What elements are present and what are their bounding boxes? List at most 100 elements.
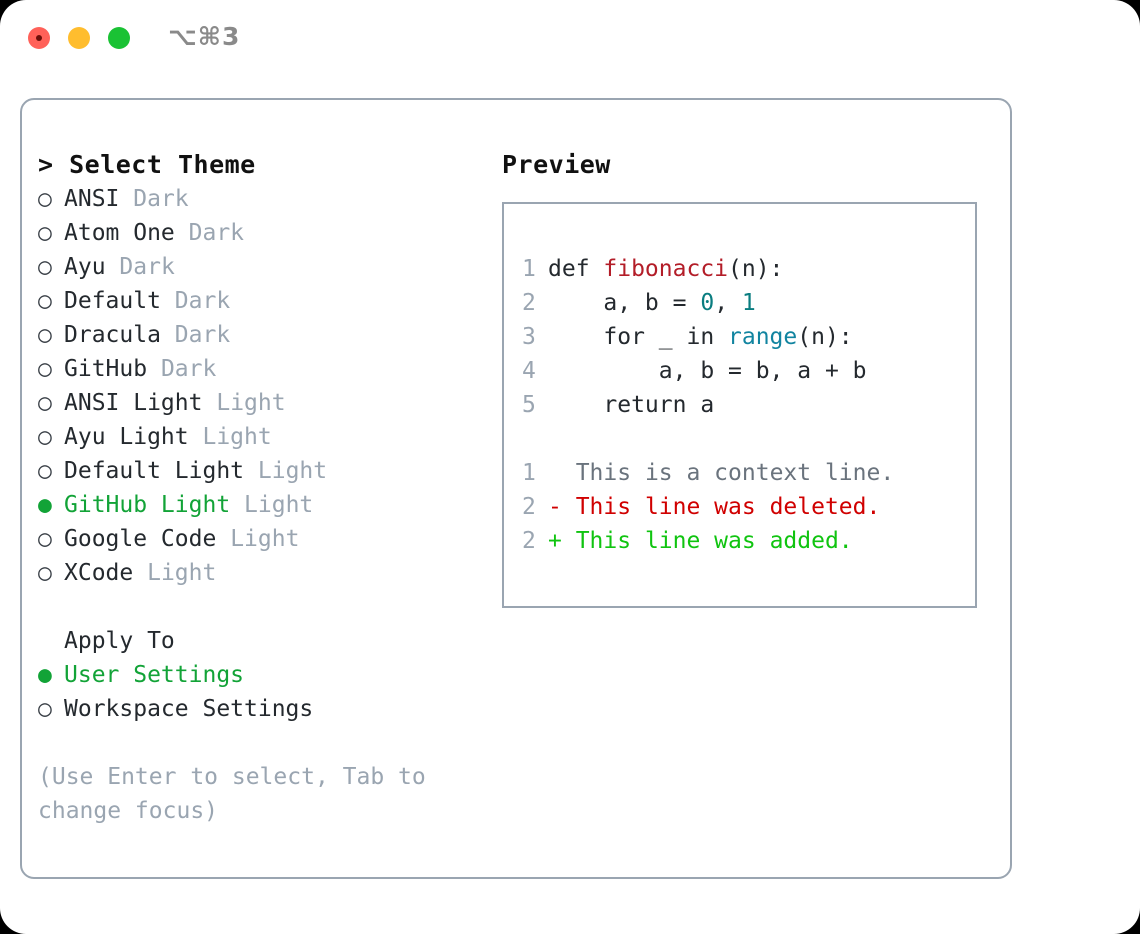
line-number: 1 [522, 256, 536, 282]
theme-variant-tag: Light [244, 492, 314, 518]
theme-list-item[interactable]: ○ Google Code Light [38, 522, 478, 556]
apply-to-option[interactable]: ○ Workspace Settings [38, 692, 478, 726]
theme-name-label: Dracula [64, 322, 161, 348]
diff-line: 1 This is a context line. [522, 456, 975, 490]
diff-line: 2+ This line was added. [522, 524, 975, 558]
theme-name-label: Atom One [64, 220, 175, 246]
maximize-button[interactable] [108, 27, 130, 49]
minimize-button[interactable] [68, 27, 90, 49]
radio-unselected-icon[interactable]: ○ [38, 560, 52, 586]
code-token: for _ in [548, 324, 729, 350]
diff-marker [548, 460, 576, 486]
theme-variant-tag: Light [202, 424, 272, 450]
theme-name-label: ANSI [64, 186, 120, 212]
radio-unselected-icon[interactable]: ○ [38, 390, 52, 416]
code-token: 1 [741, 290, 756, 316]
radio-unselected-icon[interactable]: ○ [38, 220, 52, 246]
radio-unselected-icon[interactable]: ○ [38, 696, 52, 722]
line-number: 1 [522, 460, 536, 486]
code-token: a, b = [548, 290, 701, 316]
code-diff-separator [522, 422, 975, 456]
theme-picker-column: > Select Theme ○ANSI Dark○Atom One Dark○… [38, 148, 478, 828]
theme-list-item[interactable]: ○ ANSI Dark [38, 182, 478, 216]
select-theme-header: > Select Theme [38, 150, 256, 179]
text-space [147, 356, 161, 382]
radio-unselected-icon[interactable]: ○ [38, 322, 52, 348]
code-token: a, b = b, a + b [548, 358, 867, 384]
code-line: 4 a, b = b, a + b [522, 354, 975, 388]
theme-list-item[interactable]: ○Ayu Dark [38, 250, 478, 284]
theme-variant-tag: Dark [188, 220, 245, 246]
code-token: (n): [797, 324, 853, 350]
theme-name-label: ANSI Light [64, 390, 203, 416]
text-space [161, 288, 175, 314]
diff-line: 2- This line was deleted. [522, 490, 975, 524]
theme-name-label: GitHub [64, 356, 148, 382]
radio-unselected-icon[interactable]: ○ [38, 186, 52, 212]
line-number: 5 [522, 392, 536, 418]
theme-name-label: GitHub Light [64, 492, 231, 518]
theme-list-item[interactable]: ○ Default Light Light [38, 454, 478, 488]
theme-variant-tag: Dark [133, 186, 189, 212]
code-token: fibonacci [603, 256, 729, 282]
line-number: 3 [522, 324, 536, 350]
theme-list-item[interactable]: ○ GitHub Dark [38, 352, 478, 386]
line-number: 2 [522, 494, 536, 520]
theme-variant-tag: Dark [174, 288, 231, 314]
theme-list-item[interactable]: ● GitHub Light Light [38, 488, 478, 522]
radio-unselected-icon[interactable]: ○ [38, 254, 52, 280]
apply-to-option[interactable]: ● User Settings [38, 658, 478, 692]
line-number: 4 [522, 358, 536, 384]
theme-list-item[interactable]: ○XCode Light [38, 556, 478, 590]
diff-sample: 1 This is a context line.2- This line wa… [522, 456, 975, 558]
theme-variant-tag: Light [230, 526, 300, 552]
theme-name-label: Google Code [64, 526, 217, 552]
code-token: return a [548, 392, 715, 418]
apply-to-label: User Settings [64, 662, 245, 688]
radio-unselected-icon[interactable]: ○ [38, 458, 52, 484]
text-space [230, 492, 244, 518]
keyboard-hint: (Use Enter to select, Tab to change focu… [38, 764, 426, 824]
main-panel: > Select Theme ○ANSI Dark○Atom One Dark○… [20, 98, 1012, 879]
line-number: 2 [522, 528, 536, 554]
diff-text: This line was deleted. [575, 494, 881, 520]
theme-list-item[interactable]: ○ Default Dark [38, 284, 478, 318]
code-token: (n): [728, 256, 784, 282]
radio-unselected-icon[interactable]: ○ [38, 356, 52, 382]
text-space [161, 322, 175, 348]
theme-variant-tag: Dark [174, 322, 231, 348]
text-space [175, 220, 189, 246]
diff-marker: - [548, 494, 576, 520]
theme-list-item[interactable]: ○ ANSI Light Light [38, 386, 478, 420]
radio-unselected-icon[interactable]: ○ [38, 288, 52, 314]
radio-selected-icon[interactable]: ● [38, 492, 52, 518]
text-space [133, 560, 147, 586]
diff-marker: + [548, 528, 576, 554]
code-token: range [728, 324, 798, 350]
theme-name-label: Default [64, 288, 161, 314]
theme-list-item[interactable]: ○ Atom One Dark [38, 216, 478, 250]
radio-unselected-icon[interactable]: ○ [38, 424, 52, 450]
theme-list-item[interactable]: ○ Ayu Light Light [38, 420, 478, 454]
radio-unselected-icon[interactable]: ○ [38, 526, 52, 552]
keyboard-shortcut-label: ⌥⌘3 [168, 22, 241, 51]
radio-selected-icon[interactable]: ● [38, 662, 52, 688]
text-space [244, 458, 258, 484]
theme-name-label: Ayu Light [64, 424, 189, 450]
code-line: 3 for _ in range(n): [522, 320, 975, 354]
apply-to-label: Workspace Settings [64, 696, 314, 722]
line-number: 2 [522, 290, 536, 316]
code-line: 2 a, b = 0, 1 [522, 286, 975, 320]
code-token: 0 [700, 290, 715, 316]
theme-name-label: Default Light [64, 458, 245, 484]
theme-variant-tag: Light [257, 458, 328, 484]
close-button[interactable] [28, 27, 50, 49]
theme-list-item[interactable]: ○ Dracula Dark [38, 318, 478, 352]
code-line: 5 return a [522, 388, 975, 422]
diff-text: This is a context line. [575, 460, 895, 486]
theme-variant-tag: Light [216, 390, 286, 416]
theme-variant-tag: Dark [160, 356, 217, 382]
title-bar: ⌥⌘3 [0, 0, 1140, 76]
